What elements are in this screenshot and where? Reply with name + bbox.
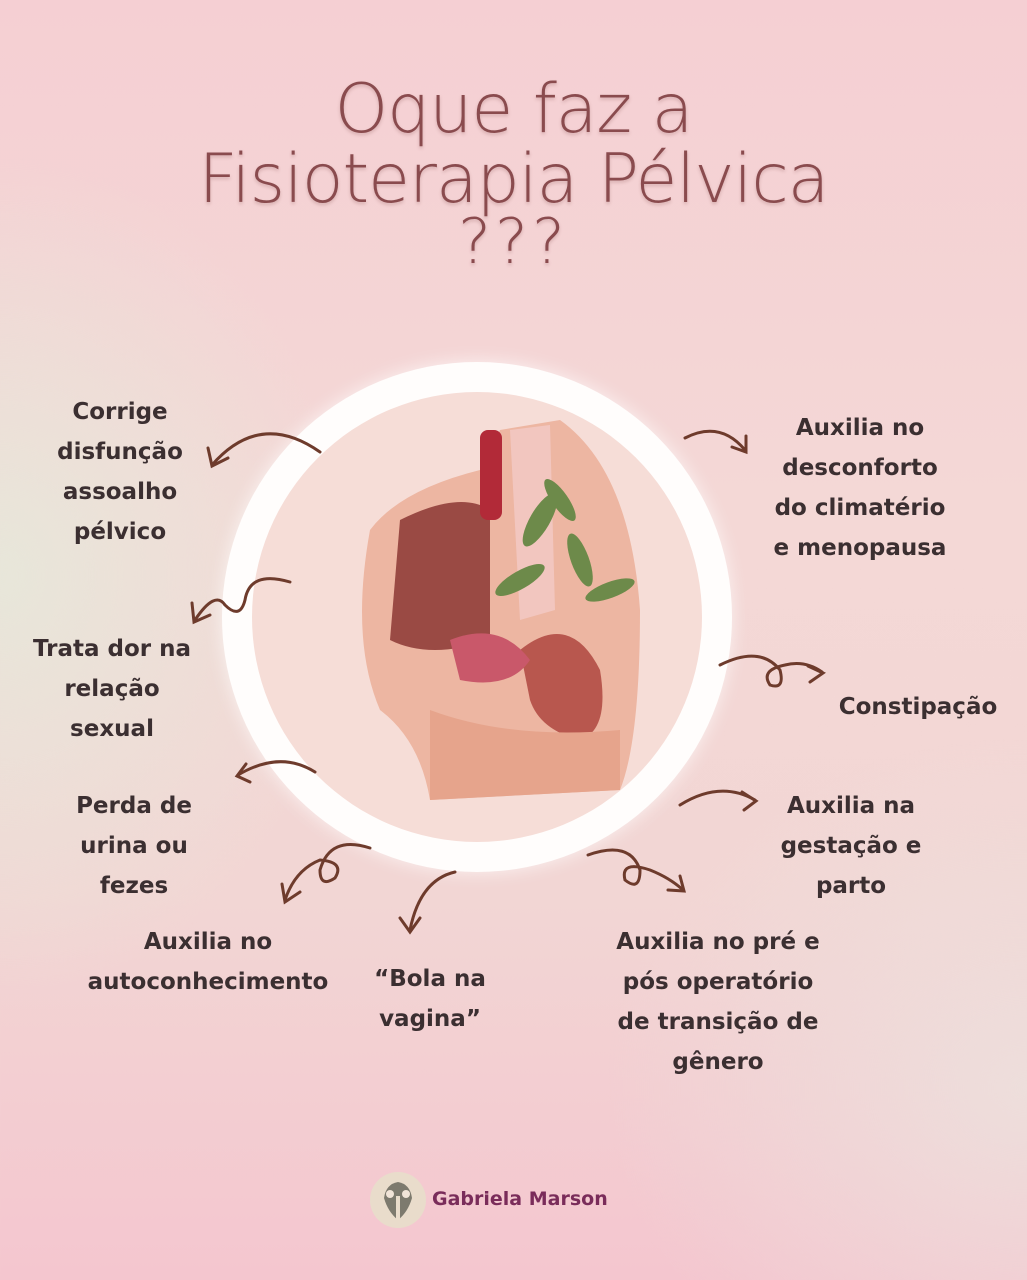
item-line: “Bola na — [374, 966, 486, 992]
arrow-icon — [586, 848, 686, 893]
arrow-icon — [398, 870, 457, 935]
item-line: Auxilia no — [143, 929, 273, 955]
item-pelvic-floor-dysfunction: Corrige disfunção assoalho pélvico — [0, 392, 270, 552]
item-line: Perda de — [76, 793, 192, 819]
item-line: gênero — [672, 1049, 764, 1075]
item-line: parto — [815, 873, 887, 899]
item-line: Auxilia no — [795, 415, 925, 441]
arrow-icon — [206, 432, 322, 469]
item-sexual-pain: Trata dor na relação sexual — [0, 629, 262, 749]
item-line: e menopausa — [773, 535, 947, 561]
brand-logo — [370, 1172, 426, 1228]
item-line: Trata dor na — [32, 636, 192, 662]
item-menopause: Auxilia no desconforto do climatério e m… — [710, 408, 1010, 568]
title-line-2: Fisioterapia Pélvica — [198, 140, 830, 219]
arrow-icon — [718, 654, 827, 688]
item-line: de transição de — [617, 1009, 819, 1035]
item-line: Constipação — [838, 694, 998, 720]
item-pregnancy: Auxilia na gestação e parto — [701, 786, 1001, 906]
item-line: vagina” — [379, 1006, 481, 1032]
arrow-icon — [280, 843, 372, 905]
item-incontinence: Perda de urina ou fezes — [0, 786, 284, 906]
pelvic-anatomy-illustration — [362, 420, 640, 800]
item-line: autoconhecimento — [87, 969, 329, 995]
item-line: urina ou — [80, 833, 188, 859]
title-line-1: Oque faz a — [334, 70, 694, 149]
item-line: do climatério — [774, 495, 946, 521]
item-line: pélvico — [73, 519, 167, 545]
item-line: fezes — [99, 873, 169, 899]
item-constipation: Constipação — [768, 687, 1027, 727]
title-line-3: ??? — [458, 205, 569, 278]
item-line: relação — [64, 676, 160, 702]
item-prolapse: “Bola na vagina” — [280, 959, 580, 1039]
arrow-icon — [190, 577, 292, 625]
item-gender-transition: Auxilia no pré e pós operatório de trans… — [568, 922, 868, 1082]
arrow-icon — [683, 429, 748, 455]
item-self-knowledge: Auxilia no autoconhecimento — [58, 922, 358, 1002]
item-line: assoalho — [62, 479, 178, 505]
item-line: Auxilia na — [786, 793, 916, 819]
arrow-icon — [234, 760, 317, 784]
item-line: pós operatório — [622, 969, 814, 995]
item-line: desconforto — [782, 455, 938, 481]
item-line: gestação e — [780, 833, 922, 859]
item-line: sexual — [70, 716, 154, 742]
item-line: Auxilia no pré e — [616, 929, 820, 955]
item-line: disfunção — [57, 439, 183, 465]
item-line: Corrige — [72, 399, 168, 425]
arrow-icon — [678, 789, 759, 812]
brand-name: Gabriela Marson — [432, 1188, 608, 1210]
